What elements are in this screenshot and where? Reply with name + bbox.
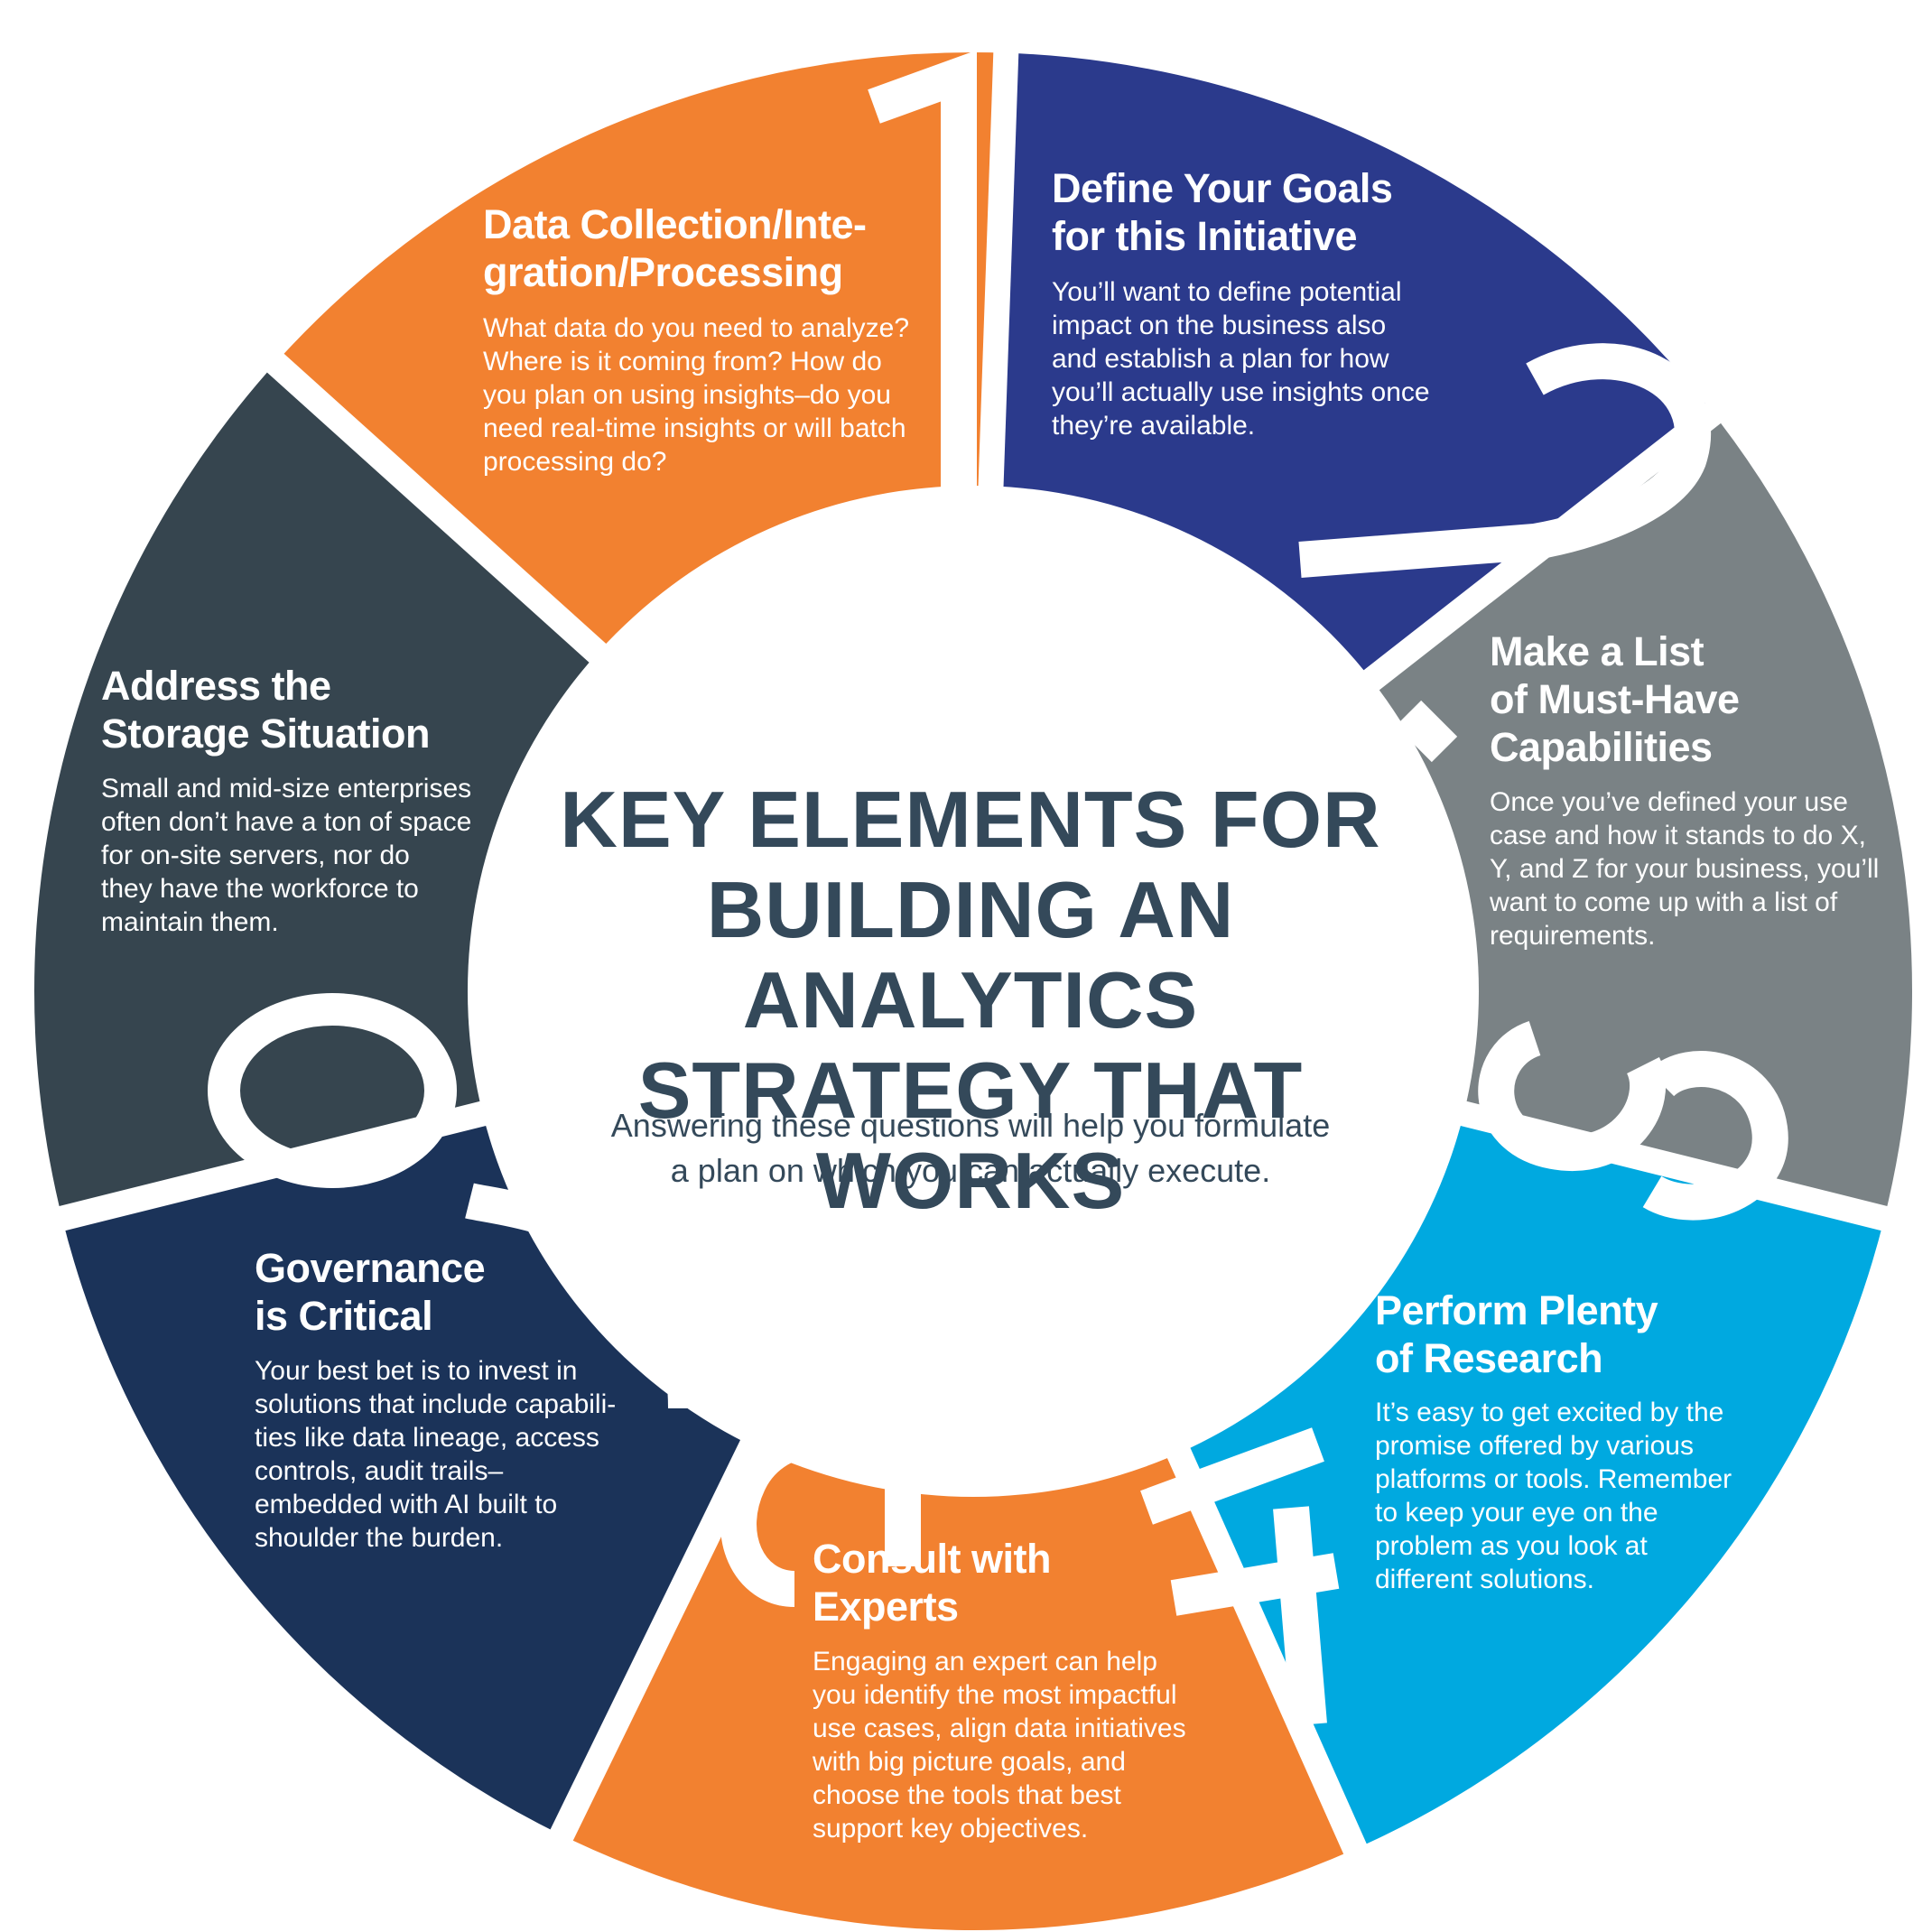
numeral-1-shape [868, 50, 977, 506]
numeral-2-shape [1298, 343, 1711, 578]
numeral-7-shape [208, 993, 457, 1188]
segment-3-body: Once you’ve defined your use case and ho… [1490, 787, 1880, 951]
segment-divider [253, 341, 640, 693]
segment-6-body: Your best bet is to invest in solutions … [255, 1356, 617, 1553]
center-subtitle: Answering these questions will help you … [610, 1107, 1331, 1189]
numeral-4-shape [1140, 1427, 1340, 1726]
segment-7-body: Small and mid-size enterprises often don… [101, 774, 472, 937]
segment-1-body: What data do you need to analyze? Where … [483, 313, 910, 477]
numeral-3-shape [1395, 700, 1788, 1221]
segment-2-title: Define Your Goals for this Initiative [1052, 165, 1393, 259]
center-title: KEY ELEMENTS FOR BUILDING AN ANALYTICS S… [560, 775, 1381, 1225]
ring-segment-5 [562, 1413, 1356, 1930]
segment-7-title: Address the Storage Situation [101, 663, 431, 757]
segment-5-body: Engaging an expert can help you identify… [813, 1647, 1186, 1844]
segment-4-title: Perform Plenty of Research [1375, 1287, 1658, 1381]
center-circle [468, 486, 1479, 1497]
segment-4-body: It’s easy to get excited by the promise … [1375, 1398, 1732, 1594]
ring-segment-3 [1342, 413, 1912, 1219]
segment-1-title: Data Collection/Inte- gration/Processing [483, 201, 867, 295]
segment-6-title: Governance is Critical [255, 1245, 486, 1339]
segment-5-title: Consult with Experts [813, 1536, 1051, 1630]
segment-3-title: Make a List of Must-Have Capabilities [1490, 628, 1740, 770]
segment-2-body: You’ll want to define potential impact o… [1052, 277, 1430, 441]
segment-divider [976, 34, 1019, 532]
